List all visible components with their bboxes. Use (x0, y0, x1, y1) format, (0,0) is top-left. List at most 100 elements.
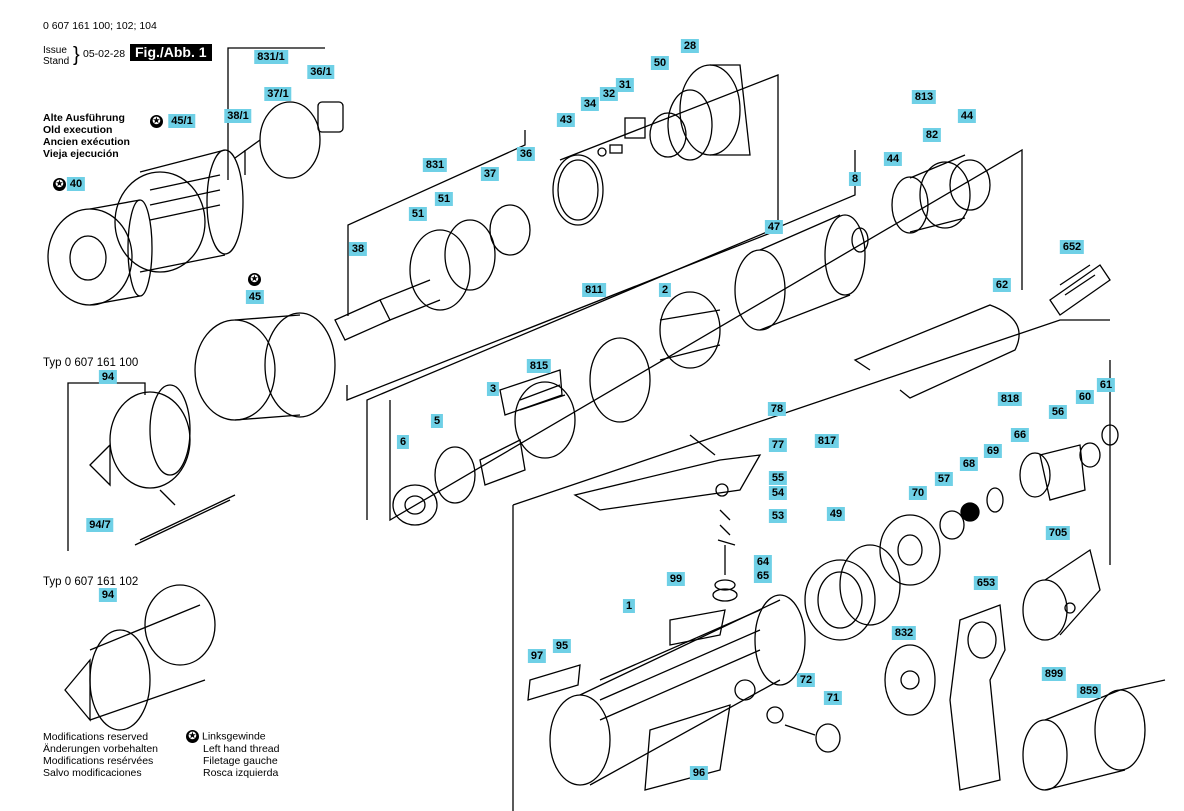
left-hand-line-es: Rosca izquierda (203, 767, 279, 779)
callout-817: 817 (814, 434, 840, 448)
part-832 (884, 644, 936, 716)
old-execution-line-en: Old execution (43, 124, 113, 136)
ring-gear-28 (552, 64, 751, 226)
valve-parts (939, 424, 1119, 540)
callout-37-1: 37/1 (264, 87, 292, 101)
callout-69: 69 (983, 444, 1003, 458)
callout-66: 66 (1010, 428, 1030, 442)
part-numbers: 0 607 161 100; 102; 104 (43, 20, 157, 32)
callout-815: 815 (526, 359, 552, 373)
callout-51-b: 51 (408, 207, 428, 221)
callout-57: 57 (934, 472, 954, 486)
callout-94-b: 94 (98, 588, 118, 602)
star-in-circle-icon: ✪ (248, 273, 261, 286)
keyless-chuck-94 (64, 584, 216, 731)
callout-653: 653 (973, 576, 999, 590)
type-100-label: Typ 0 607 161 100 (43, 357, 139, 369)
callout-95: 95 (552, 639, 572, 653)
callout-44-a: 44 (957, 109, 977, 123)
lever-77 (573, 434, 762, 602)
motor-cylinder (392, 214, 869, 526)
left-hand-line-de: ✪Linksgewinde (186, 730, 266, 743)
callout-652: 652 (1059, 240, 1085, 254)
old-execution-line-fr: Ancien exécution (43, 136, 130, 148)
modifications-es: Salvo modificaciones (43, 767, 142, 779)
stand-label: Stand (43, 56, 70, 67)
callout-94-7: 94/7 (86, 518, 114, 532)
callout-62: 62 (992, 278, 1012, 292)
callout-3: 3 (486, 382, 500, 396)
bracket-lines (346, 74, 1111, 811)
callout-56: 56 (1048, 405, 1068, 419)
callout-72: 72 (796, 673, 816, 687)
callout-38-1: 38/1 (224, 109, 252, 123)
bearing-group-82 (891, 154, 991, 234)
old-execution-line-de: Alte Ausführung (43, 112, 125, 124)
callout-43: 43 (556, 113, 576, 127)
callout-31: 31 (615, 78, 635, 92)
callout-831: 831 (422, 158, 448, 172)
issue-date: 05-02-28 (83, 48, 126, 60)
fitting-652 (1049, 264, 1111, 316)
callout-44-b: 44 (883, 152, 903, 166)
callout-94: 94 (98, 370, 118, 384)
callout-34: 34 (580, 97, 600, 111)
left-hand-line-fr: Filetage gauche (203, 755, 278, 767)
callout-54: 54 (768, 486, 788, 500)
callout-61: 61 (1096, 378, 1116, 392)
callout-28: 28 (680, 39, 700, 53)
handle-653 (949, 604, 1006, 791)
callout-36: 36 (516, 147, 536, 161)
callout-2: 2 (658, 283, 672, 297)
callout-51-a: 51 (434, 192, 454, 206)
callout-811: 811 (582, 283, 606, 297)
callout-899: 899 (1041, 667, 1067, 681)
part-705 (1022, 548, 1101, 641)
callout-1: 1 (622, 599, 636, 613)
callout-818: 818 (997, 392, 1023, 406)
callout-832: 832 (891, 626, 917, 640)
callout-70: 70 (908, 486, 928, 500)
callout-831-1: 831/1 (254, 50, 288, 64)
callout-5: 5 (430, 414, 444, 428)
callout-45-1: 45/1 (168, 114, 196, 128)
modifications-fr: Modifications resérvées (43, 755, 154, 767)
callout-82: 82 (922, 128, 942, 142)
callout-68: 68 (959, 457, 979, 471)
stand-brace: } (73, 44, 80, 66)
callout-32: 32 (599, 87, 619, 101)
figure-label: Fig./Abb. 1 (130, 44, 212, 61)
star-in-circle-icon: ✪ (150, 115, 163, 128)
star-in-circle-icon: ✪ (53, 178, 66, 191)
callout-705: 705 (1045, 526, 1071, 540)
part-899-859 (1022, 679, 1166, 791)
callout-45: 45 (245, 290, 265, 304)
callout-36-1: 36/1 (307, 65, 335, 79)
modifications-en: Änderungen vorbehalten (43, 743, 159, 755)
callout-65: 65 (753, 569, 773, 583)
callout-47: 47 (764, 220, 784, 234)
old-execution-line-es: Vieja ejecución (43, 148, 119, 160)
modifications-de: Modifications reserved (43, 731, 149, 743)
left-hand-line-en: Left hand thread (203, 743, 280, 755)
callout-71: 71 (823, 691, 843, 705)
callout-99: 99 (666, 572, 686, 586)
type-102-label: Typ 0 607 161 102 (43, 576, 139, 588)
callout-50: 50 (650, 56, 670, 70)
callout-813: 813 (911, 90, 937, 104)
housing-1 (527, 594, 841, 791)
callout-40: 40 (66, 177, 86, 191)
issue-label: Issue (43, 45, 67, 56)
callout-6: 6 (396, 435, 410, 449)
chuck-45 (194, 312, 336, 421)
wire-62 (853, 304, 1020, 399)
callout-64: 64 (753, 555, 773, 569)
callout-8: 8 (848, 172, 862, 186)
star-in-circle-icon: ✪ (186, 730, 199, 743)
callout-53: 53 (768, 509, 788, 523)
callout-97: 97 (527, 649, 547, 663)
callout-96: 96 (689, 766, 709, 780)
callout-55: 55 (768, 471, 788, 485)
callout-859: 859 (1076, 684, 1102, 698)
ring-group-49 (804, 514, 941, 641)
